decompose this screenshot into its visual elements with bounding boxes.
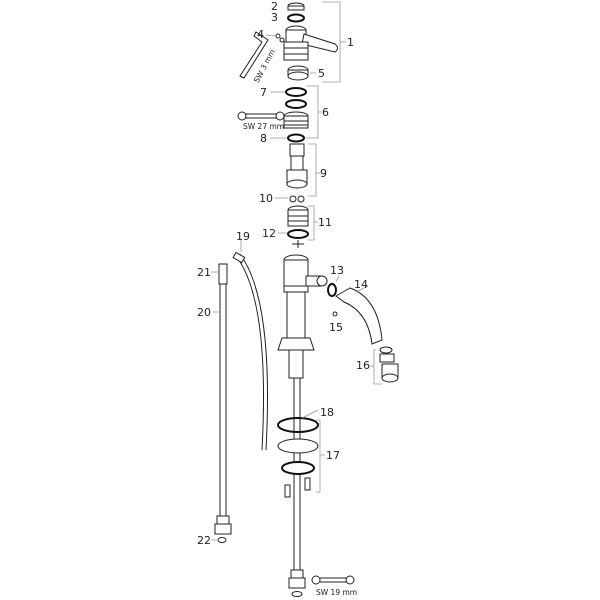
- part-label-12: 12: [262, 227, 276, 240]
- part-label-19: 19: [236, 230, 250, 243]
- part-label-6: 6: [322, 106, 329, 119]
- part-label-8: 8: [260, 132, 267, 145]
- part-label-7: 7: [260, 86, 267, 99]
- part-label-20: 20: [197, 306, 211, 319]
- part-label-17: 17: [326, 449, 340, 462]
- part-label-14: 14: [354, 278, 368, 291]
- part-label-5: 5: [318, 67, 325, 80]
- part-label-1: 1: [347, 36, 354, 49]
- part-label-21: 21: [197, 266, 211, 279]
- part-label-4: 4: [257, 28, 264, 41]
- part-label-15: 15: [329, 321, 343, 334]
- part-label-18: 18: [320, 406, 334, 419]
- part-label-16: 16: [356, 359, 370, 372]
- part-label-3: 3: [271, 11, 278, 24]
- part-label-11: 11: [318, 216, 332, 229]
- part-label-9: 9: [320, 167, 327, 180]
- wrench-27-label: SW 27 mm: [243, 122, 285, 131]
- part-label-22: 22: [197, 534, 211, 547]
- wrench-19-label: SW 19 mm: [316, 588, 358, 597]
- part-label-2: 2: [271, 0, 278, 13]
- part-label-10: 10: [259, 192, 273, 205]
- part-label-13: 13: [330, 264, 344, 277]
